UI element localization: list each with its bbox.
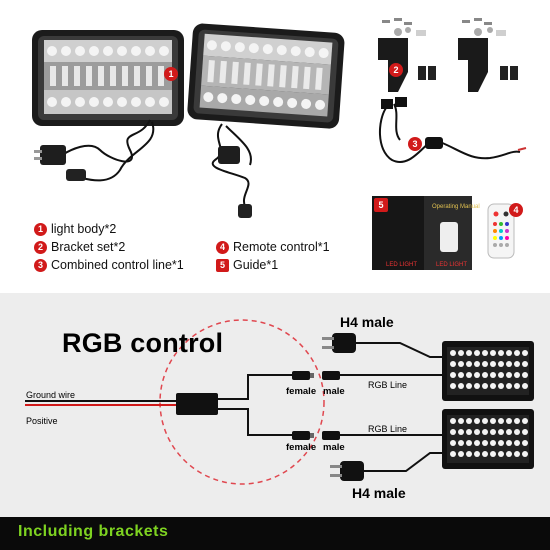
- ground-wire-label: Ground wire: [26, 390, 76, 400]
- footer-bar: Including brackets: [0, 517, 550, 550]
- badge-remote: 4: [509, 203, 523, 217]
- bracket-set-right: [458, 18, 518, 92]
- h4-male-label-bottom: H4 male: [352, 485, 406, 501]
- legend-item-remote: 4 Remote control*1: [216, 240, 330, 254]
- legend-item-guide: 5 Guide*1: [216, 258, 278, 272]
- branch-wires: [218, 374, 292, 436]
- bracket-set-left: [378, 18, 436, 92]
- light-body-left: [32, 30, 184, 126]
- rgb-lines: [340, 374, 442, 436]
- legend-number: 3: [34, 258, 47, 272]
- lamp-top: [442, 341, 534, 401]
- legend-label: Remote control*1: [233, 240, 330, 254]
- product-photo: Operating Manual LED LIGHT LED LIGHT: [32, 18, 527, 270]
- h4-plug-bottom: [330, 452, 442, 481]
- legend-item-light-body: 1 light body*2: [34, 222, 116, 236]
- h4-plug-left-photo: [34, 145, 86, 181]
- h4-plug-top: [322, 333, 442, 358]
- badge-guide: 5: [374, 198, 388, 212]
- connector-bottom: [292, 431, 340, 440]
- female-label-bottom: female: [286, 442, 317, 453]
- legend-label: Guide*1: [233, 258, 279, 272]
- legend-label: light body*2: [51, 222, 117, 236]
- input-wires: [25, 400, 176, 406]
- legend-label: Bracket set*2: [51, 240, 126, 254]
- male-label-top: male: [323, 386, 345, 397]
- legend-item-bracket-set: 2 Bracket set*2: [34, 240, 125, 254]
- svg-text:Operating Manual: Operating Manual: [432, 204, 480, 210]
- connector-top: [292, 371, 340, 380]
- light-body-right: [187, 23, 345, 129]
- remote-control: [487, 203, 515, 259]
- legend-label: Combined control line*1: [51, 258, 184, 272]
- operating-manual: Operating Manual LED LIGHT LED LIGHT: [372, 196, 480, 270]
- light-cables: [61, 119, 252, 207]
- legend-number: 1: [34, 222, 47, 236]
- lamp-bottom: [442, 409, 534, 469]
- svg-text:LED LIGHT: LED LIGHT: [436, 262, 467, 268]
- positive-label: Positive: [26, 416, 58, 426]
- wiring-diagram: [0, 293, 550, 517]
- control-line-photo: [379, 97, 527, 163]
- highlight-circle: [159, 319, 325, 485]
- rgb-line-label-top: RGB Line: [368, 380, 408, 390]
- female-label-top: female: [286, 386, 317, 397]
- badge-light-body: 1: [164, 67, 178, 81]
- legend-item-control-line: 3 Combined control line*1: [34, 258, 184, 272]
- svg-text:LED LIGHT: LED LIGHT: [386, 262, 417, 268]
- controller-box: [176, 393, 218, 415]
- h4-plug-right-photo: [218, 146, 252, 218]
- legend-number: 4: [216, 240, 229, 254]
- footer-text: Including brackets: [18, 523, 169, 540]
- h4-male-label-top: H4 male: [340, 314, 394, 330]
- rgb-line-label-bottom: RGB Line: [368, 424, 408, 434]
- rgb-control-title: RGB control: [62, 328, 224, 358]
- badge-bracket: 2: [389, 63, 403, 77]
- legend-number: 2: [34, 240, 47, 254]
- male-label-bottom: male: [323, 442, 345, 453]
- legend-number: 5: [216, 258, 229, 272]
- badge-control-line: 3: [408, 137, 422, 151]
